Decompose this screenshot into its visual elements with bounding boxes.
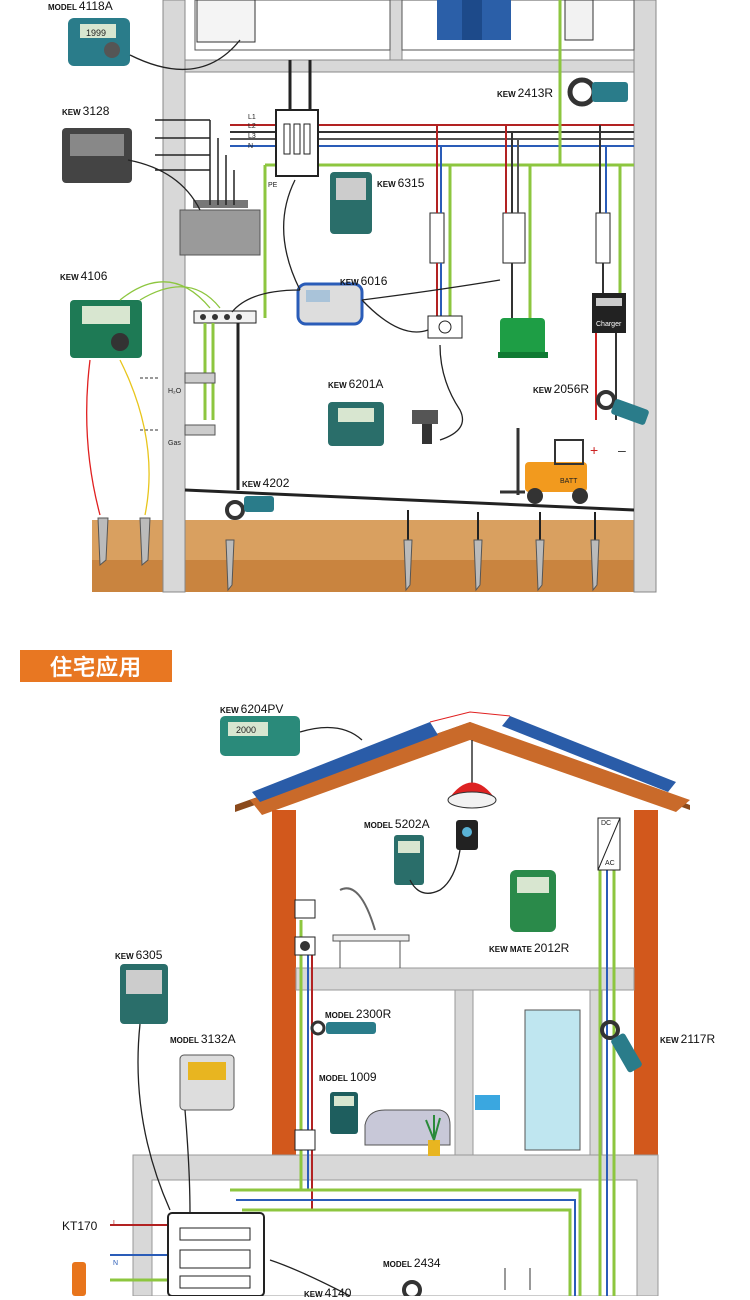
svg-text:–: – (618, 442, 626, 458)
meter-2413r-device (567, 77, 628, 107)
residential-house (72, 711, 690, 1296)
meter-6204pv-device (220, 716, 300, 756)
left-wall (162, 0, 186, 593)
charger-label: Charger (596, 321, 622, 328)
meter-6315-device (330, 172, 372, 234)
display-4118a: 1999 (86, 28, 107, 38)
socket (427, 315, 463, 339)
meter-2056r-device (596, 390, 649, 425)
meter-3132a-device (179, 1054, 235, 1111)
drill (412, 410, 438, 444)
basin (475, 1095, 500, 1110)
meter-2117r-device (600, 1020, 642, 1073)
meter-4106-device (70, 300, 142, 358)
house-left-wall (272, 810, 296, 1155)
svg-text:+: + (590, 442, 598, 458)
section-title: 住宅应用 (20, 650, 172, 682)
meter-6016-device (296, 282, 364, 326)
forklift (500, 428, 588, 504)
upper-floor (184, 59, 635, 73)
house-right-wall (634, 810, 658, 1155)
meter-1009-device (330, 1092, 358, 1134)
inverter-ac-label: AC (605, 860, 615, 867)
display-6204pv: 2000 (236, 725, 257, 735)
gas-label: Gas (168, 440, 181, 447)
line-n-label: N (248, 143, 254, 150)
top-breaker-panel (196, 0, 256, 43)
inverter-dc-label: DC (601, 820, 612, 827)
res-line-l-label: L (113, 1220, 117, 1227)
transformer (179, 209, 261, 256)
shower-door (524, 1009, 581, 1151)
battery-label: BATT (560, 478, 578, 485)
desk-lamp (339, 887, 376, 931)
meter-6305-device (120, 964, 168, 1024)
line-l1-label: L1 (248, 114, 256, 121)
solar-panel-right (502, 716, 676, 792)
water-label: H₂O (168, 388, 182, 395)
meter-5202a-device (394, 835, 424, 885)
line-l2-label: L2 (248, 123, 256, 130)
meter-4202-device (225, 496, 274, 520)
meter-2012r-device (510, 870, 556, 932)
meter-6201a-device (328, 402, 384, 446)
sofa (364, 1109, 451, 1146)
label-kt170: KT170 (62, 1219, 98, 1233)
solar-panel-left (252, 722, 438, 802)
meter-4118a-device (68, 18, 130, 66)
meter-kt170-device (72, 1262, 86, 1296)
meter-2434-device (402, 1280, 422, 1296)
meter-3128-device (62, 128, 132, 183)
motor (500, 318, 545, 356)
line-l3-label: L3 (248, 133, 256, 140)
res-line-n-label: N (113, 1260, 119, 1267)
right-wall (633, 0, 657, 593)
line-pe-label: PE (268, 182, 278, 189)
desk (332, 934, 410, 942)
industrial-building: + – (62, 0, 657, 593)
meter-2300r-device (310, 1020, 376, 1036)
